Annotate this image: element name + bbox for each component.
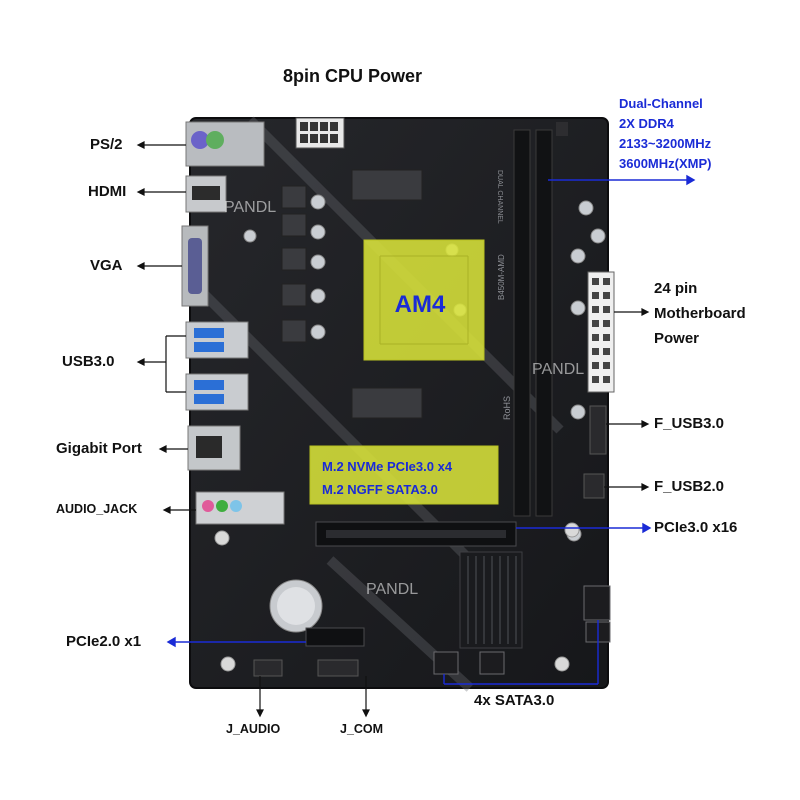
label-24pin-line2: Motherboard [654,305,746,322]
callout-lines-blue [166,174,696,685]
label-24pin-line1: 24 pin [654,280,698,297]
brand-watermark-1: PANDL [224,199,276,216]
ram-slots [513,122,568,517]
m2-slot [309,445,499,505]
label-gigabit-port: Gigabit Port [56,440,142,457]
label-ps2: PS/2 [90,136,123,153]
mounting-holes [214,522,580,672]
vga-port [181,225,209,307]
socket-label: AM4 [395,291,446,318]
label-cpu-power: 8pin CPU Power [283,66,423,86]
f-usb20-header [583,473,605,499]
label-vga: VGA [90,257,123,274]
atx-24pin-connector [587,271,615,393]
label-ddr4-line1: Dual-Channel [619,96,703,111]
f-usb30-header [589,405,607,455]
label-24pin-power: 24 pin Motherboard Power [654,276,746,351]
label-pcie2-x1: PCIe2.0 x1 [66,633,142,650]
label-audio-jack: AUDIO_JACK [56,502,138,516]
audio-jack [195,491,285,525]
usb30-ports [185,321,249,411]
label-ddr4-line4: 3600MHz(XMP) [619,156,712,171]
m2-line2: M.2 NGFF SATA3.0 [322,482,438,497]
label-f-usb30: F_USB3.0 [654,415,725,432]
callout-lines [136,141,650,718]
brand-watermark-3: PANDL [366,581,418,598]
am4-socket [363,239,485,361]
label-ddr4-line3: 2133~3200MHz [619,136,712,151]
label-ddr4-line2: 2X DDR4 [619,116,674,131]
label-24pin-line3: Power [654,330,700,347]
label-j-com: J_COM [340,722,384,736]
m2-line1: M.2 NVMe PCIe3.0 x4 [322,459,453,474]
ps2-port [185,121,265,167]
label-sata: 4x SATA3.0 [474,692,555,709]
label-j-audio: J_AUDIO [226,722,281,736]
label-hdmi: HDMI [88,183,127,200]
vrm-chokes [281,169,423,419]
pcie1-slot [305,627,365,647]
model-text: B450M-AMD [497,254,506,300]
label-pcie3-x16: PCIe3.0 x16 [654,519,738,536]
label-usb30: USB3.0 [62,353,115,370]
dual-channel-text: DUAL CHANNEL [496,170,503,224]
label-ddr4: Dual-Channel 2X DDR4 2133~3200MHz 3600MH… [619,94,711,174]
j-com-header [317,659,359,677]
label-f-usb20: F_USB2.0 [654,478,725,495]
j-audio-header [253,659,283,677]
sata-ports [433,585,611,675]
rohs-text: RoHS [502,396,512,420]
brand-watermark-2: PANDL [532,361,584,378]
